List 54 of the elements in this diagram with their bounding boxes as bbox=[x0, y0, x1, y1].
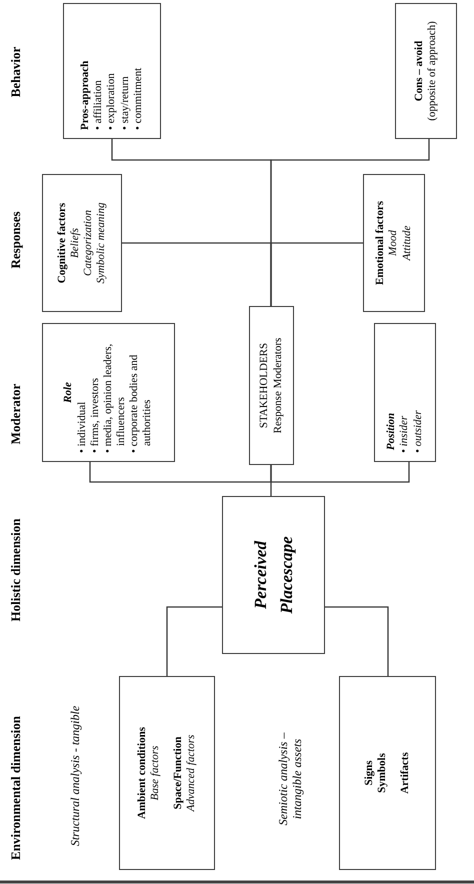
bullet-item: • individual bbox=[76, 400, 89, 453]
concept-box bbox=[119, 676, 215, 870]
box-heading: Ambient conditions bbox=[136, 727, 149, 819]
box-text: Advanced factors bbox=[185, 734, 198, 812]
box-heading: Artifacts bbox=[399, 752, 412, 794]
concept-box bbox=[42, 174, 122, 312]
concept-box bbox=[395, 3, 457, 139]
row-heading: Holistic dimension bbox=[7, 518, 24, 624]
bullet-item: • media, opinion leaders, influencers bbox=[102, 342, 128, 453]
box-heading: Perceived Placescape bbox=[250, 535, 297, 616]
box-heading: Position bbox=[385, 412, 398, 450]
box-text: (opposite of approach) bbox=[426, 21, 439, 121]
bullet-item: • exploration bbox=[105, 72, 118, 130]
box-text: Response Moderators bbox=[272, 338, 284, 434]
box-heading: Signs bbox=[362, 760, 376, 786]
row-heading: Responses bbox=[7, 210, 24, 271]
box-text: STAKEHOLDERS bbox=[258, 342, 272, 430]
box-heading: Cognitive factors bbox=[56, 202, 69, 284]
box-heading: Role bbox=[62, 382, 76, 403]
connector-line bbox=[270, 462, 410, 483]
concept-box bbox=[249, 306, 294, 465]
box-heading: Cons – avoid bbox=[412, 40, 426, 104]
concept-box bbox=[363, 174, 425, 312]
connector-line bbox=[270, 139, 430, 306]
box-text: Attitude bbox=[400, 224, 414, 263]
box-text: Categorization bbox=[82, 209, 95, 278]
bullet-item: • commitment bbox=[132, 66, 145, 130]
concept-box bbox=[374, 323, 436, 462]
box-heading: Space/Function bbox=[172, 736, 185, 810]
concept-box bbox=[63, 3, 161, 139]
concept-box bbox=[339, 676, 436, 870]
concept-box bbox=[42, 323, 175, 462]
bullet-item: • affiliation bbox=[92, 79, 106, 130]
connector-line bbox=[166, 606, 222, 676]
bullet-item: • stay/return bbox=[118, 75, 132, 130]
concept-box bbox=[222, 496, 325, 654]
row-heading: Moderator bbox=[7, 382, 24, 446]
box-heading: Symbols bbox=[376, 753, 389, 793]
bullet-item: • outsider bbox=[412, 410, 425, 453]
bullet-item: • corporate bodies and authorities bbox=[128, 354, 154, 453]
section-note: Structural analysis - tangible bbox=[67, 704, 83, 848]
bullet-item: • firms, investors bbox=[88, 376, 102, 453]
bullet-item: • insider bbox=[398, 414, 412, 453]
section-note: Semiotic analysis – intangible assets bbox=[276, 732, 305, 828]
box-text: Base factors bbox=[148, 746, 162, 800]
box-heading: Emotional factors bbox=[374, 201, 388, 286]
connector-line bbox=[325, 606, 389, 676]
box-heading: Pros-approach bbox=[79, 60, 92, 130]
box-text: Beliefs bbox=[68, 227, 82, 260]
connector-line bbox=[89, 462, 272, 483]
box-text: Mood bbox=[387, 229, 400, 258]
row-heading: Behavior bbox=[7, 46, 24, 100]
row-heading: Environmental dimension bbox=[7, 715, 24, 862]
box-text: Symbolic meaning bbox=[95, 202, 108, 284]
